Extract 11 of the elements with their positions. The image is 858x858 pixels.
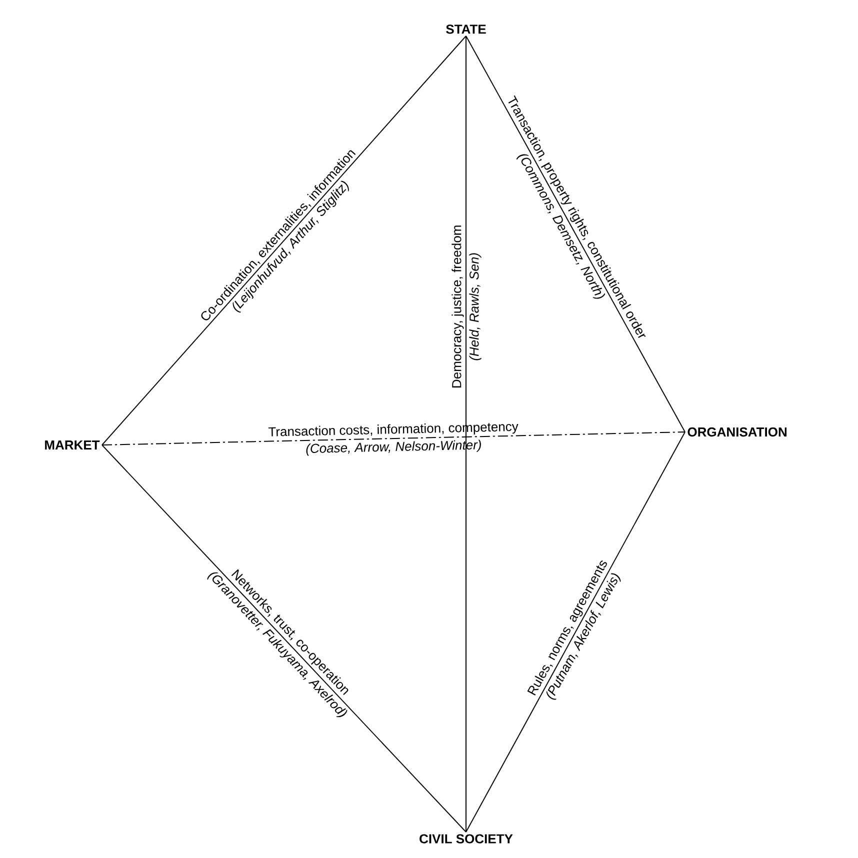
connector-line bbox=[102, 444, 466, 832]
connector-line bbox=[466, 35, 686, 432]
vertex-label: STATE bbox=[446, 24, 486, 34]
connector-line bbox=[102, 432, 686, 446]
vertex-label: ORGANISATION bbox=[688, 427, 786, 437]
edge-label: Democracy, justice, freedom bbox=[452, 226, 464, 388]
author-names: (Held, Rawls, Sen) bbox=[469, 253, 482, 360]
vertex-label: MARKET bbox=[45, 440, 100, 450]
connector-line bbox=[102, 35, 466, 446]
vertex-label: CIVIL SOCIETY bbox=[420, 834, 513, 844]
connector-line bbox=[466, 432, 686, 832]
